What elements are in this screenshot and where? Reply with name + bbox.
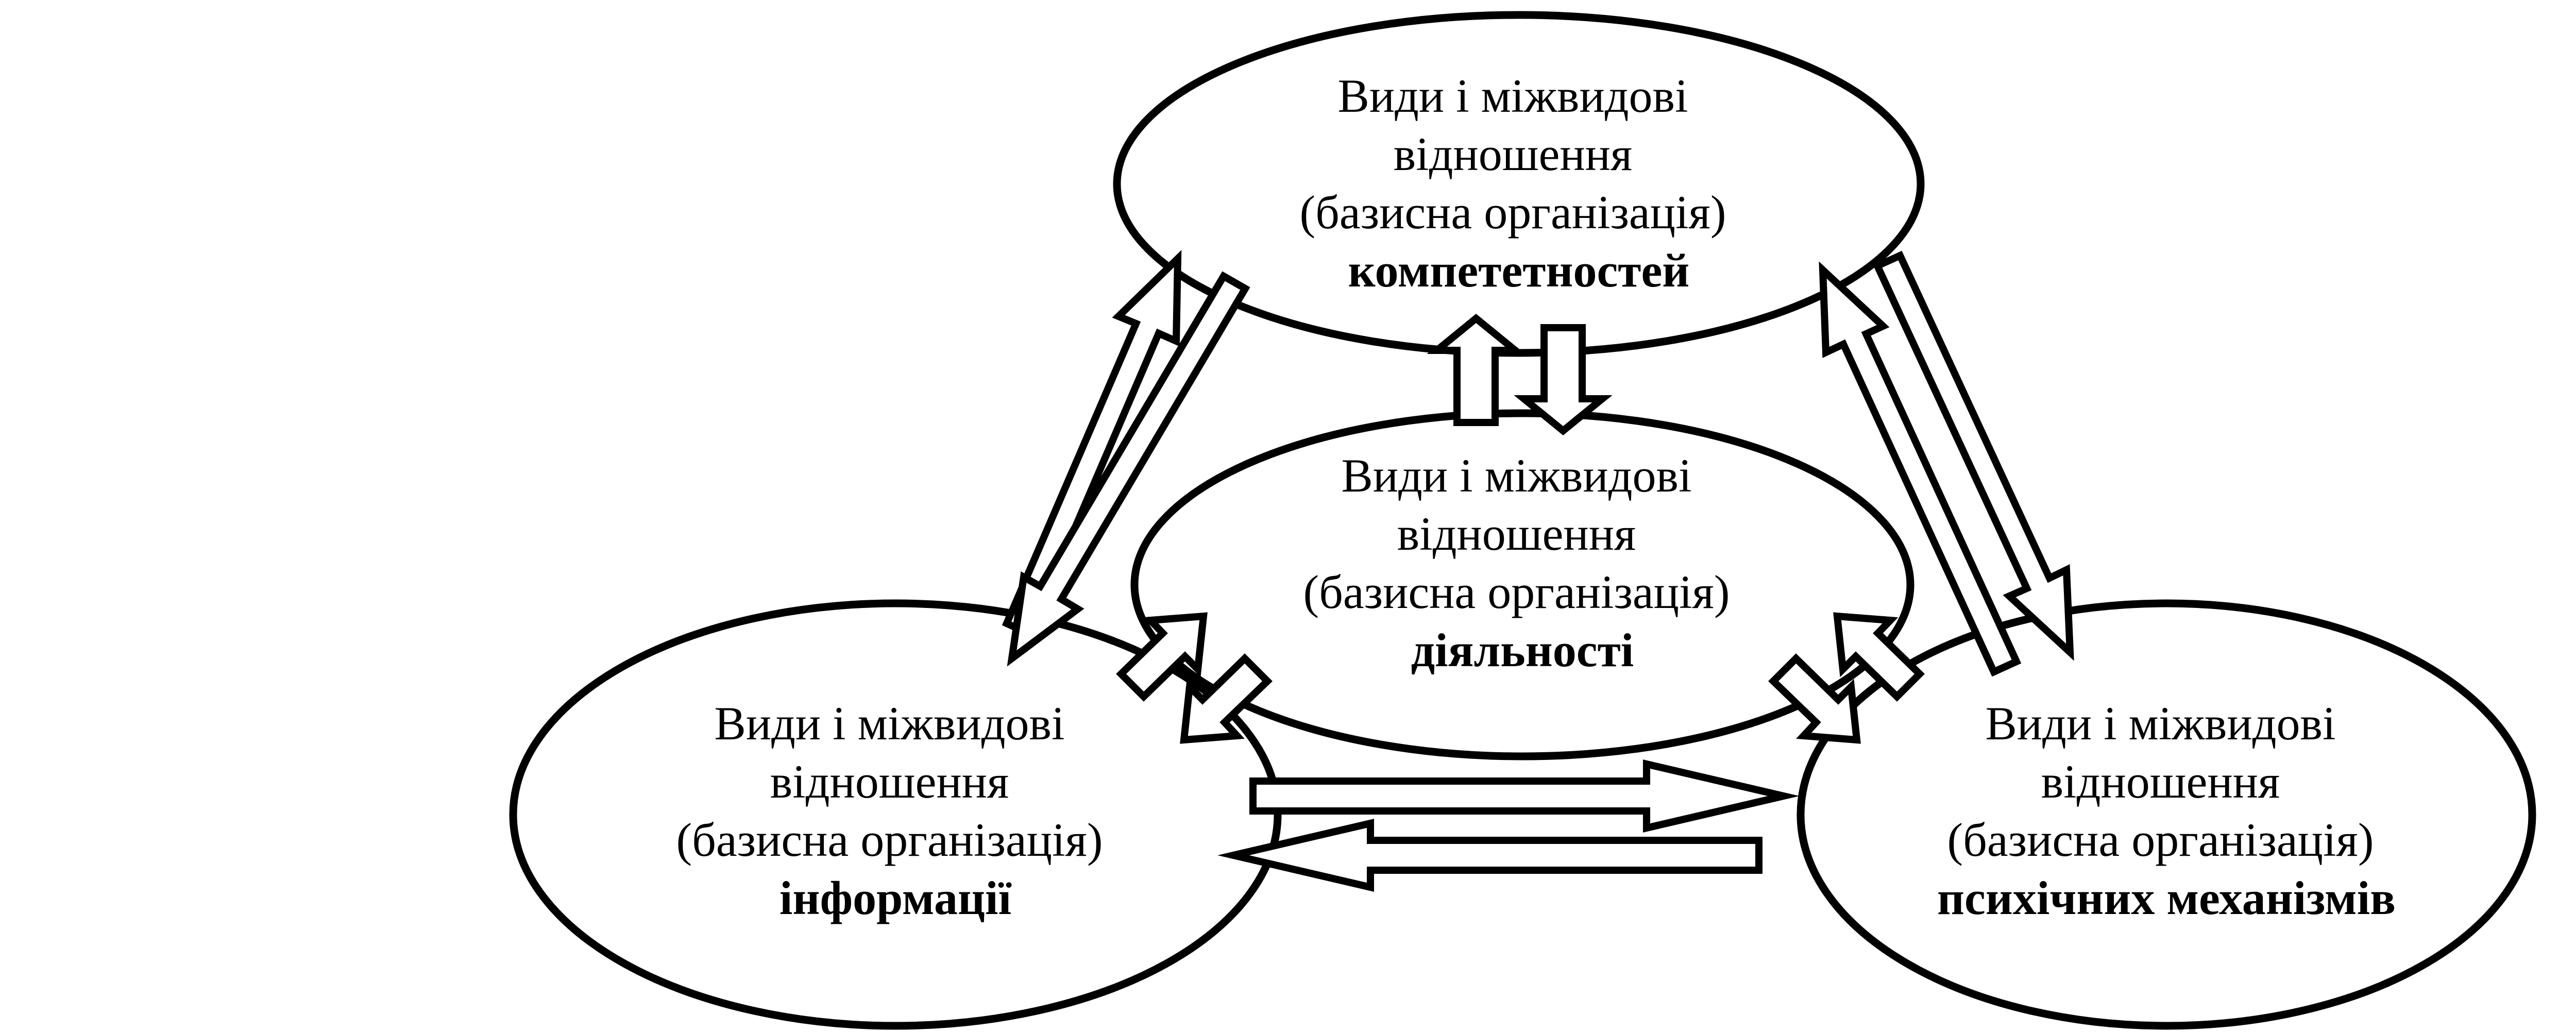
label-line: відношення (1394, 128, 1633, 180)
left-to-top-up-arrow-icon (1002, 250, 1182, 639)
label-line-bold: компететностей (1348, 244, 1690, 297)
competences-label: Види і міжвидові відношення (базисна орг… (1299, 70, 1738, 297)
middle-to-left-down-arrow-icon (1180, 653, 1273, 744)
nodes-layer (509, 11, 2536, 1030)
label-line: відношення (770, 755, 1009, 808)
right-to-left-arrow-icon (1217, 819, 1762, 892)
label-line: Види і міжвидові (1341, 449, 1691, 502)
label-line-bold: інформації (779, 872, 1012, 924)
activity-ellipse (1130, 409, 1914, 760)
connectors-layer (1002, 250, 2074, 892)
middle-to-top-up-arrow-icon (1427, 313, 1526, 426)
label-line: (базисна організація) (676, 814, 1103, 866)
label-line: Види і міжвидові (1985, 697, 2335, 750)
psychic-mechanisms-label: Види і міжвидові відношення (базисна орг… (1937, 697, 2396, 924)
label-line: (базисна організація) (1299, 186, 1726, 239)
top-to-right-down-arrow-icon (1872, 250, 2074, 661)
label-line: відношення (1397, 507, 1636, 560)
top-to-middle-down-arrow-icon (1514, 324, 1613, 436)
right-to-middle-up-arrow-icon (1833, 612, 1925, 702)
activity-label: Види і міжвидові відношення (базисна орг… (1303, 449, 1741, 676)
middle-to-right-down-arrow-icon (1768, 653, 1861, 744)
top-to-left-down-arrow-icon (1007, 271, 1250, 667)
label-line: відношення (2041, 755, 2280, 808)
left-to-right-arrow-icon (1249, 759, 1800, 833)
left-to-middle-up-arrow-icon (1116, 612, 1208, 702)
label-line: Види і міжвидові (1337, 70, 1688, 122)
psychic-mechanisms-ellipse (1797, 599, 2536, 1030)
labels-layer: Види і міжвидові відношення (базисна орг… (676, 70, 2395, 924)
label-line: Види і міжвидові (714, 697, 1064, 750)
label-line-bold: психічних механізмів (1937, 872, 2396, 924)
label-line-bold: діяльності (1411, 624, 1634, 676)
label-line: (базисна організація) (1303, 566, 1730, 618)
information-label: Види і міжвидові відношення (базисна орг… (676, 697, 1114, 924)
right-to-top-up-arrow-icon (1819, 261, 2022, 677)
label-line: (базисна організація) (1947, 814, 2374, 866)
